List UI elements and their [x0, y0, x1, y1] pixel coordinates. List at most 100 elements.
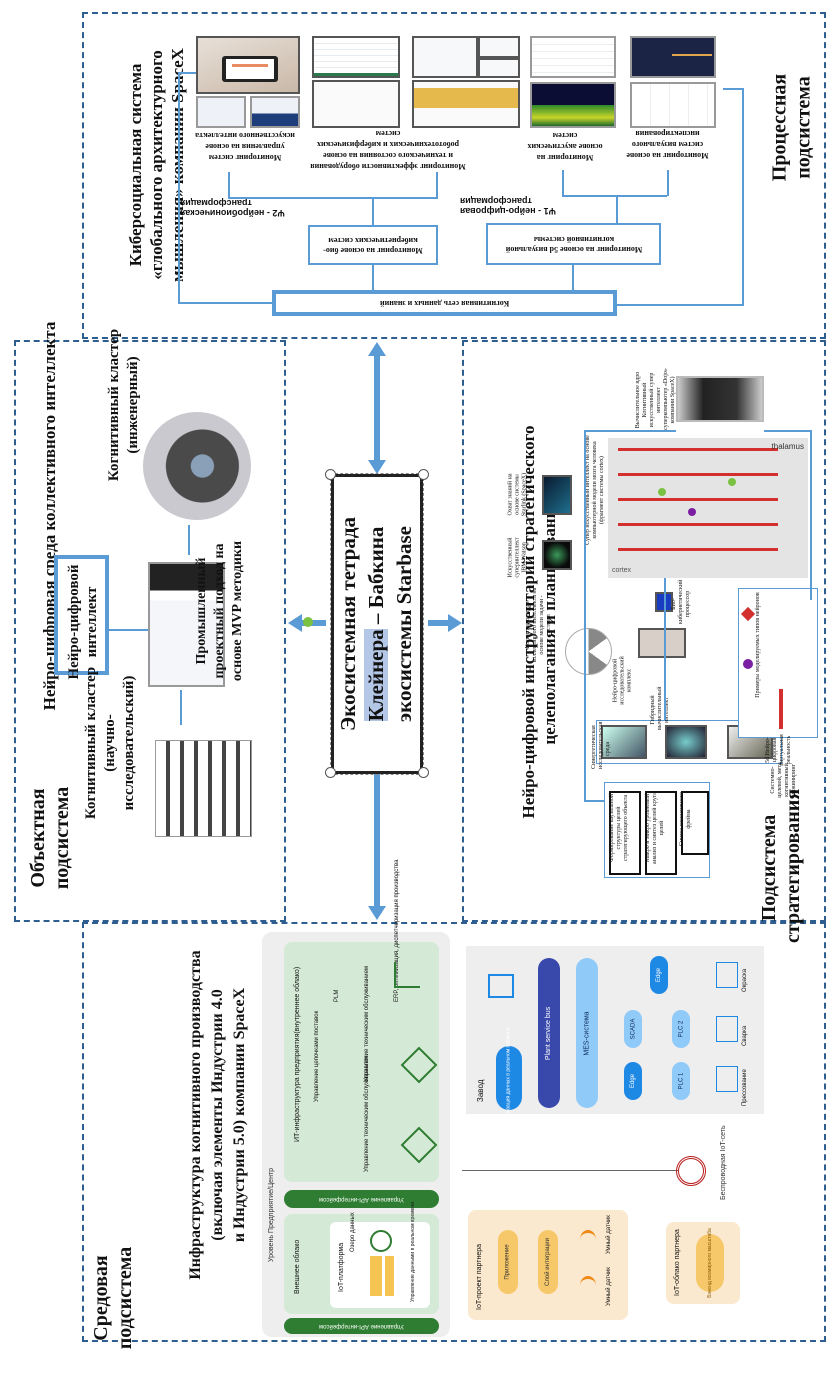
scada-node[interactable]: SCADA: [624, 1010, 642, 1048]
connector: [178, 302, 272, 304]
acoustic-spectrogram: [530, 82, 616, 128]
strategy-subsystem-label-text: Подсистема стратегирования: [758, 788, 804, 943]
center-line-1: Экосистемная тетрада: [336, 517, 360, 731]
connector: [667, 170, 669, 196]
cognitive-core-diagram: [565, 628, 612, 675]
strategy-caption-meta: Системно-целевой, мета когнитивный инжин…: [770, 762, 797, 798]
arrow-head: [368, 906, 386, 920]
integration-label: Слой интеграции: [545, 1238, 552, 1286]
plant-title: Завод: [476, 1079, 485, 1102]
integration-layer-pill[interactable]: Слой интеграции: [538, 1230, 558, 1294]
resize-handle[interactable]: [325, 767, 336, 778]
goal-box-3: Синтез когнитивного фрейма: [679, 791, 692, 847]
small-chart: [478, 58, 520, 78]
ibm-watson-image: [542, 540, 572, 570]
plm-label: PLM: [334, 989, 340, 1002]
enterprise-level-label: Уровень Предприятие/Центр: [268, 1167, 275, 1262]
tree-chart: [412, 36, 478, 78]
plant-service-bus[interactable]: Plant service bus: [538, 958, 560, 1108]
green-handle[interactable]: [303, 617, 313, 627]
goal-box-2: Макро и микро уровневый анализ и синтез …: [645, 792, 665, 864]
environment-title-line: Инфраструктура когнитивного производства: [187, 950, 204, 1280]
monitor-visual-caption: Мониторинг на основе систем визуального …: [626, 129, 709, 160]
thalamus-label: thalamus: [771, 442, 804, 451]
plant-service-bus-label: Plant service bus: [545, 1006, 553, 1060]
connector: [372, 265, 374, 290]
mvp-label-text: Промышленный проектный подход на основе …: [194, 540, 245, 682]
it-infra-label: ИТ-инфраструктура предприятия(внутреннее…: [294, 966, 301, 1142]
connector: [764, 430, 812, 432]
connector: [180, 690, 182, 725]
equipment-table: [312, 36, 400, 78]
data-lake-label: Озеро данных: [350, 1212, 356, 1252]
connector: [562, 170, 564, 196]
arrow-head: [368, 460, 386, 474]
station-label: Сварка: [742, 1025, 748, 1046]
strategy-subsystem-label: Подсистема стратегирования: [757, 789, 813, 943]
goal-synthesis-group: [604, 782, 710, 878]
cluster-engineering-text: Когнитивный кластер (инженерный): [106, 328, 141, 482]
visual-dark-chart: [630, 36, 716, 78]
strategy-caption-super-ai: Супер искусственный интеллект на основе …: [585, 435, 605, 545]
visual5d-monitoring-label: Мониторинг на основе 5d визуальной когни…: [505, 235, 642, 254]
equipment-chart: [312, 80, 400, 128]
cluster-research-text: Когнитивный кластер (научно-исследовател…: [83, 666, 137, 820]
iot-cloud-panel: IoT-облако партнера Бэкенд всемирного ма…: [666, 1222, 740, 1304]
external-cloud-label: Внешнее облако: [294, 1239, 301, 1294]
cognitive-network-box: Когнитивная сеть данных и знаний: [272, 290, 617, 316]
center-line-3: экосистемы Starbase: [392, 526, 416, 722]
painting-robot-icon: [716, 962, 738, 988]
api-label: Управление API-интерфейсом: [319, 1323, 404, 1329]
connector: [372, 197, 374, 225]
visual5d-monitoring-box: Мониторинг на основе 5d визуальной когни…: [486, 223, 661, 265]
edge-node-2[interactable]: Edge: [650, 956, 668, 994]
center-highlight: Клейнера: [364, 629, 388, 722]
connector: [584, 430, 676, 432]
resize-handle[interactable]: [418, 469, 429, 480]
backend-pill[interactable]: Бэкенд всемирного масштаба: [696, 1228, 724, 1298]
connector: [584, 430, 586, 800]
plc2-node[interactable]: PLC 2: [672, 1010, 690, 1048]
resize-handle[interactable]: [418, 767, 429, 778]
backend-label: Бэкенд всемирного масштаба: [707, 1228, 713, 1298]
sensor-label: Умный датчик: [606, 1215, 612, 1254]
scatter-chart: [478, 36, 520, 58]
edge-node-1[interactable]: Edge: [624, 1062, 642, 1100]
hybrid-intelligence-group: [596, 720, 782, 764]
process-subsystem-frame: [82, 12, 826, 339]
cortex-label: cortex: [612, 567, 632, 574]
cube-icon: [400, 1126, 438, 1164]
application-pill[interactable]: Приложение: [498, 1230, 518, 1294]
visualization-label: Визуализация данных в реальном времени: [506, 1027, 513, 1129]
wireless-label: Беспроводная IoT-сеть: [720, 1125, 727, 1200]
connector: [228, 197, 438, 199]
ecosystem-tetrad-box[interactable]: Экосистемная тетрада Клейнера – Бабкина …: [330, 473, 424, 775]
object-subsystem-frame: [14, 340, 286, 922]
connector: [584, 800, 604, 802]
connector: [178, 72, 180, 304]
station-label: Прессование: [742, 1069, 748, 1106]
arrow-head: [288, 614, 302, 632]
environment-title-line: (включая элементы Индустрии 4.0: [209, 989, 226, 1241]
cube-icon: [400, 1046, 438, 1084]
psi2-label: Ψ2 - нейробионическая трансформация: [180, 198, 285, 218]
plc1-node[interactable]: PLC 1: [672, 1062, 690, 1100]
ai-dashboard-1: [196, 96, 246, 128]
environment-title: Инфраструктура когнитивного производства…: [185, 935, 255, 1295]
wireless-antenna-icon: [676, 1156, 706, 1186]
plc-label: PLC 2: [678, 1020, 684, 1038]
api-label: Управление API-интерфейсом: [319, 1196, 404, 1202]
edge-label: Edge: [629, 1073, 636, 1089]
connector: [723, 88, 743, 90]
psi1-label: Ψ1 - нейро-цифровая трансформация: [460, 196, 556, 216]
iot-project-title: IoT-проект партнера: [476, 1244, 483, 1310]
resize-handle[interactable]: [325, 469, 336, 480]
enterprise-level-panel: Уровень Предприятие/Центр ИТ-инфраструкт…: [262, 859, 450, 1337]
ai-dashboard-2: [250, 96, 300, 128]
environment-title-line: и Индустрии 5.0) компании SpaceX: [231, 987, 248, 1243]
connector: [109, 629, 149, 631]
plc-label: PLC 1: [678, 1072, 684, 1090]
bio-monitoring-box: Мониторинг на основе био-кибернетических…: [308, 225, 438, 265]
mes-system[interactable]: MES-система: [576, 958, 598, 1108]
strategy-caption-starlink: Охват знаний на основе системы Starlink …: [507, 472, 528, 517]
